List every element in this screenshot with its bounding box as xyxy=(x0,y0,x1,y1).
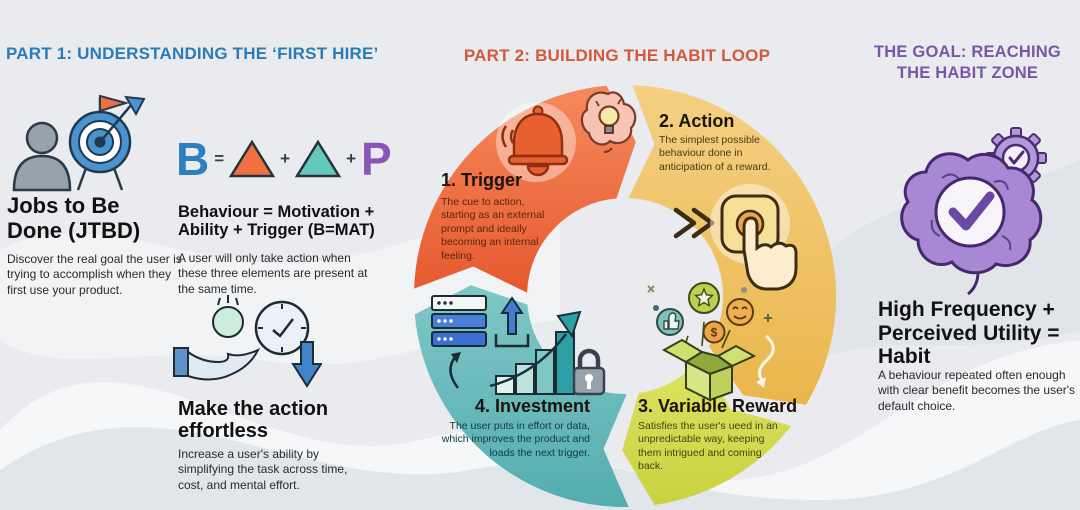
press-button-icon xyxy=(710,184,798,291)
loop-segment-reward xyxy=(622,356,792,505)
open-box-icon xyxy=(661,338,757,402)
lock-icon xyxy=(572,348,606,396)
hand-ball-clock-icon xyxy=(173,295,322,388)
person-target-icon xyxy=(12,94,146,192)
invest-desc: The user puts in effort or data, which i… xyxy=(441,420,590,459)
growth-chart-icon xyxy=(489,310,582,395)
trigger-desc: The cue to action, starting as an extern… xyxy=(441,196,545,262)
reward-title: 3. Variable Reward xyxy=(638,396,798,416)
bmat-desc: A user will only take action when these … xyxy=(178,251,368,296)
sparkle-icon xyxy=(647,285,772,322)
action-desc: The simplest possible behaviour done in … xyxy=(659,134,771,173)
fast-forward-icon xyxy=(673,207,715,239)
jtbd-title: Jobs to Be Done (JTBD) xyxy=(7,193,141,243)
equals-sign: = xyxy=(214,149,225,168)
trigger-title: 1. Trigger xyxy=(441,170,523,190)
server-stack-icon xyxy=(431,295,487,347)
reward-desc: Satisfies the user's ueed in an unpredic… xyxy=(638,420,778,473)
check-circle-icon xyxy=(934,176,1006,248)
effortless-desc: Increase a user's ability by simplifying… xyxy=(178,447,348,492)
part1-heading: PART 1: UNDERSTANDING THE ‘FIRST HIRE’ xyxy=(6,44,379,63)
trigger-p-letter: P xyxy=(361,133,392,185)
swirl-arrow-icon xyxy=(756,334,775,388)
jtbd-desc: Discover the real goal the user is tryin… xyxy=(7,252,182,297)
action-press-icon xyxy=(673,184,798,291)
thumbs-up-icon xyxy=(656,308,684,336)
part2-heading: PART 2: BUILDING THE HABIT LOOP xyxy=(463,46,771,65)
motivation-triangle-icon xyxy=(229,139,276,178)
upload-icon xyxy=(494,296,530,348)
bmat-formula-icon: B = + + P xyxy=(176,136,392,182)
plus-sign-2: + xyxy=(346,149,357,168)
smiley-icon xyxy=(726,298,754,326)
effortless-title: Make the action effortless xyxy=(178,398,329,443)
behaviour-b-letter: B xyxy=(176,133,210,185)
goal-brain-icon xyxy=(900,127,1047,296)
bmat-title: Behaviour = Motivation + Ability + Trigg… xyxy=(178,203,375,240)
bell-icon xyxy=(496,102,576,182)
plus-sign-1: + xyxy=(280,149,291,168)
goal-title: High Frequency + Perceived Utility = Hab… xyxy=(878,298,1060,369)
loop-segment-trigger xyxy=(414,85,636,293)
investment-icons xyxy=(431,295,606,396)
goal-desc: A behaviour repeated often enough with c… xyxy=(878,368,1076,413)
coin-icon: $ xyxy=(702,320,726,344)
brain-bulb-icon xyxy=(580,91,637,154)
curved-arrow-icon xyxy=(449,352,461,389)
coin-dollar-symbol: $ xyxy=(711,326,718,340)
reward-box-icon: $ xyxy=(647,282,775,402)
goal-heading: THE GOAL: REACHING THE HABIT ZONE xyxy=(874,43,1061,82)
action-title: 2. Action xyxy=(659,111,735,131)
star-badge-icon xyxy=(688,282,720,314)
invest-title: 4. Investment xyxy=(474,396,590,416)
ability-triangle-icon xyxy=(295,139,342,178)
